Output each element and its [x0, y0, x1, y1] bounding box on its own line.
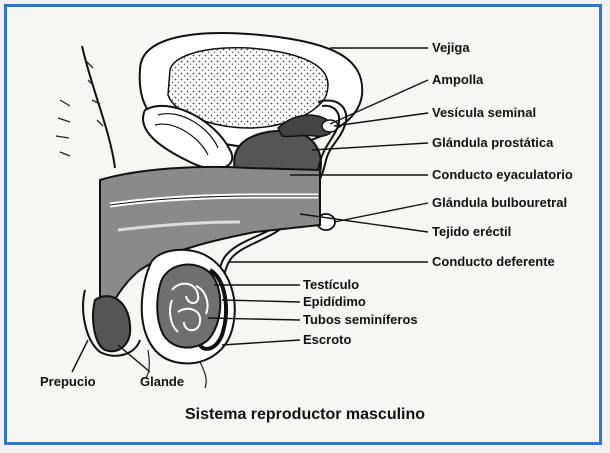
label-tubos-seminiferos: Tubos seminíferos — [303, 313, 418, 327]
glans — [93, 296, 130, 351]
label-epididimo: Epidídimo — [303, 295, 366, 309]
label-escroto: Escroto — [303, 333, 351, 347]
pubic-hair — [56, 60, 103, 156]
label-glandula-bulbouretral: Glándula bulbouretral — [432, 196, 567, 210]
label-glande: Glande — [140, 375, 184, 389]
label-conducto-deferente: Conducto deferente — [432, 255, 555, 269]
label-vejiga: Vejiga — [432, 41, 470, 55]
label-ampolla: Ampolla — [432, 73, 483, 87]
diagram-caption: Sistema reproductor masculino — [0, 406, 610, 424]
body-outline — [82, 46, 115, 168]
label-vesicula-seminal: Vesícula seminal — [432, 106, 536, 120]
label-conducto-eyaculatorio: Conducto eyaculatorio — [432, 168, 573, 182]
label-glandula-prostatica: Glándula prostática — [432, 136, 553, 150]
label-tejido-erectil: Tejido eréctil — [432, 225, 511, 239]
label-testiculo: Testículo — [303, 278, 359, 292]
testis — [157, 265, 220, 348]
label-prepucio: Prepucio — [40, 375, 96, 389]
